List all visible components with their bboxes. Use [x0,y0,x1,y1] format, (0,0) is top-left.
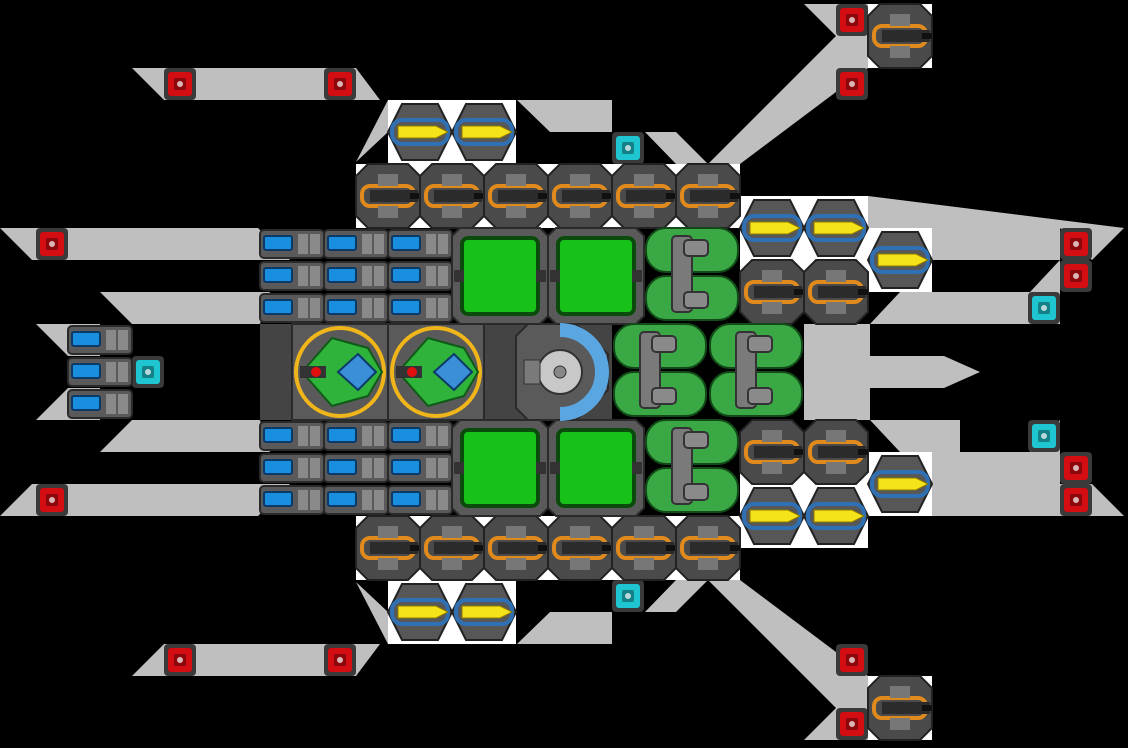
autocannon-14[interactable] [739,419,805,485]
laser-8[interactable] [802,487,870,545]
hull-strut-6 [708,36,868,164]
battery-stack-3[interactable] [259,421,325,515]
laser-4[interactable] [738,199,806,257]
armor-red-0[interactable] [164,68,196,100]
autocannon-8[interactable] [483,515,549,581]
armor-red-1[interactable] [324,68,356,100]
battery-stack-4[interactable] [323,421,389,515]
reactor-1[interactable] [547,227,645,325]
autocannon-3[interactable] [547,163,613,229]
laser-5[interactable] [802,199,870,257]
armor-cyan-4[interactable] [612,580,644,612]
autocannon-1[interactable] [419,163,485,229]
armor-red-2[interactable] [836,4,868,36]
battery-stack-2[interactable] [387,229,453,323]
autocannon-6[interactable] [355,515,421,581]
hull-strut-23 [0,484,290,516]
autocannon-5[interactable] [675,163,741,229]
autocannon-4[interactable] [611,163,677,229]
armor-red-12[interactable] [836,644,868,676]
armor-red-6[interactable] [1060,260,1092,292]
autocannon-12[interactable] [739,259,805,325]
armor-red-9[interactable] [1060,484,1092,516]
fuel-tank-0[interactable] [645,227,739,321]
armor-red-7[interactable] [36,484,68,516]
laser-0[interactable] [386,103,454,161]
armor-red-3[interactable] [836,68,868,100]
hull-strut-4 [517,100,612,132]
armor-cyan-2[interactable] [1028,292,1060,324]
reactor-3[interactable] [547,419,645,517]
armor-cyan-0[interactable] [612,132,644,164]
battery-stack-1[interactable] [323,229,389,323]
laser-1[interactable] [450,103,518,161]
hull-strut-3 [0,228,290,260]
reactor-2[interactable] [451,419,549,517]
battery-stack-0[interactable] [259,229,325,323]
laser-9[interactable] [866,455,934,513]
armor-red-8[interactable] [1060,452,1092,484]
hull-strut-5 [645,132,708,164]
autocannon-15[interactable] [803,419,869,485]
armor-red-13[interactable] [836,708,868,740]
autocannon-13[interactable] [803,259,869,325]
hull-strut-18 [517,612,612,644]
autocannon-16[interactable] [867,3,933,69]
hull-strut-2 [100,292,270,324]
hull-strut-16 [708,580,868,708]
laser-7[interactable] [738,487,806,545]
hull-strut-19 [645,580,708,612]
fuel-tank-3[interactable] [645,419,739,513]
autocannon-2[interactable] [483,163,549,229]
hull-strut-12 [804,324,980,420]
autocannon-11[interactable] [675,515,741,581]
hull-strut-1 [164,100,388,162]
armor-red-10[interactable] [164,644,196,676]
armor-red-5[interactable] [1060,228,1092,260]
hull-strut-11 [804,292,960,324]
fuel-tank-2[interactable] [709,323,803,417]
laser-2[interactable] [386,583,454,641]
autocannon-17[interactable] [867,675,933,741]
autocannon-7[interactable] [419,515,485,581]
hull-strut-22 [100,420,270,452]
autocannon-9[interactable] [547,515,613,581]
armor-cyan-3[interactable] [1028,420,1060,452]
autocannon-0[interactable] [355,163,421,229]
fuel-tank-1[interactable] [613,323,707,417]
hull-strut-21 [164,582,388,644]
command-core-0[interactable] [291,323,389,421]
battery-stack-5[interactable] [387,421,453,515]
hull-strut-13 [900,420,1060,484]
hull-strut-15 [804,420,960,452]
shield-generator[interactable] [515,323,609,421]
command-core-1[interactable] [387,323,485,421]
reactor-0[interactable] [451,227,549,325]
autocannon-10[interactable] [611,515,677,581]
armor-red-11[interactable] [324,644,356,676]
armor-cyan-1[interactable] [132,356,164,388]
laser-6[interactable] [866,231,934,289]
armor-red-4[interactable] [36,228,68,260]
battery-stack-6[interactable] [67,325,133,419]
laser-3[interactable] [450,583,518,641]
